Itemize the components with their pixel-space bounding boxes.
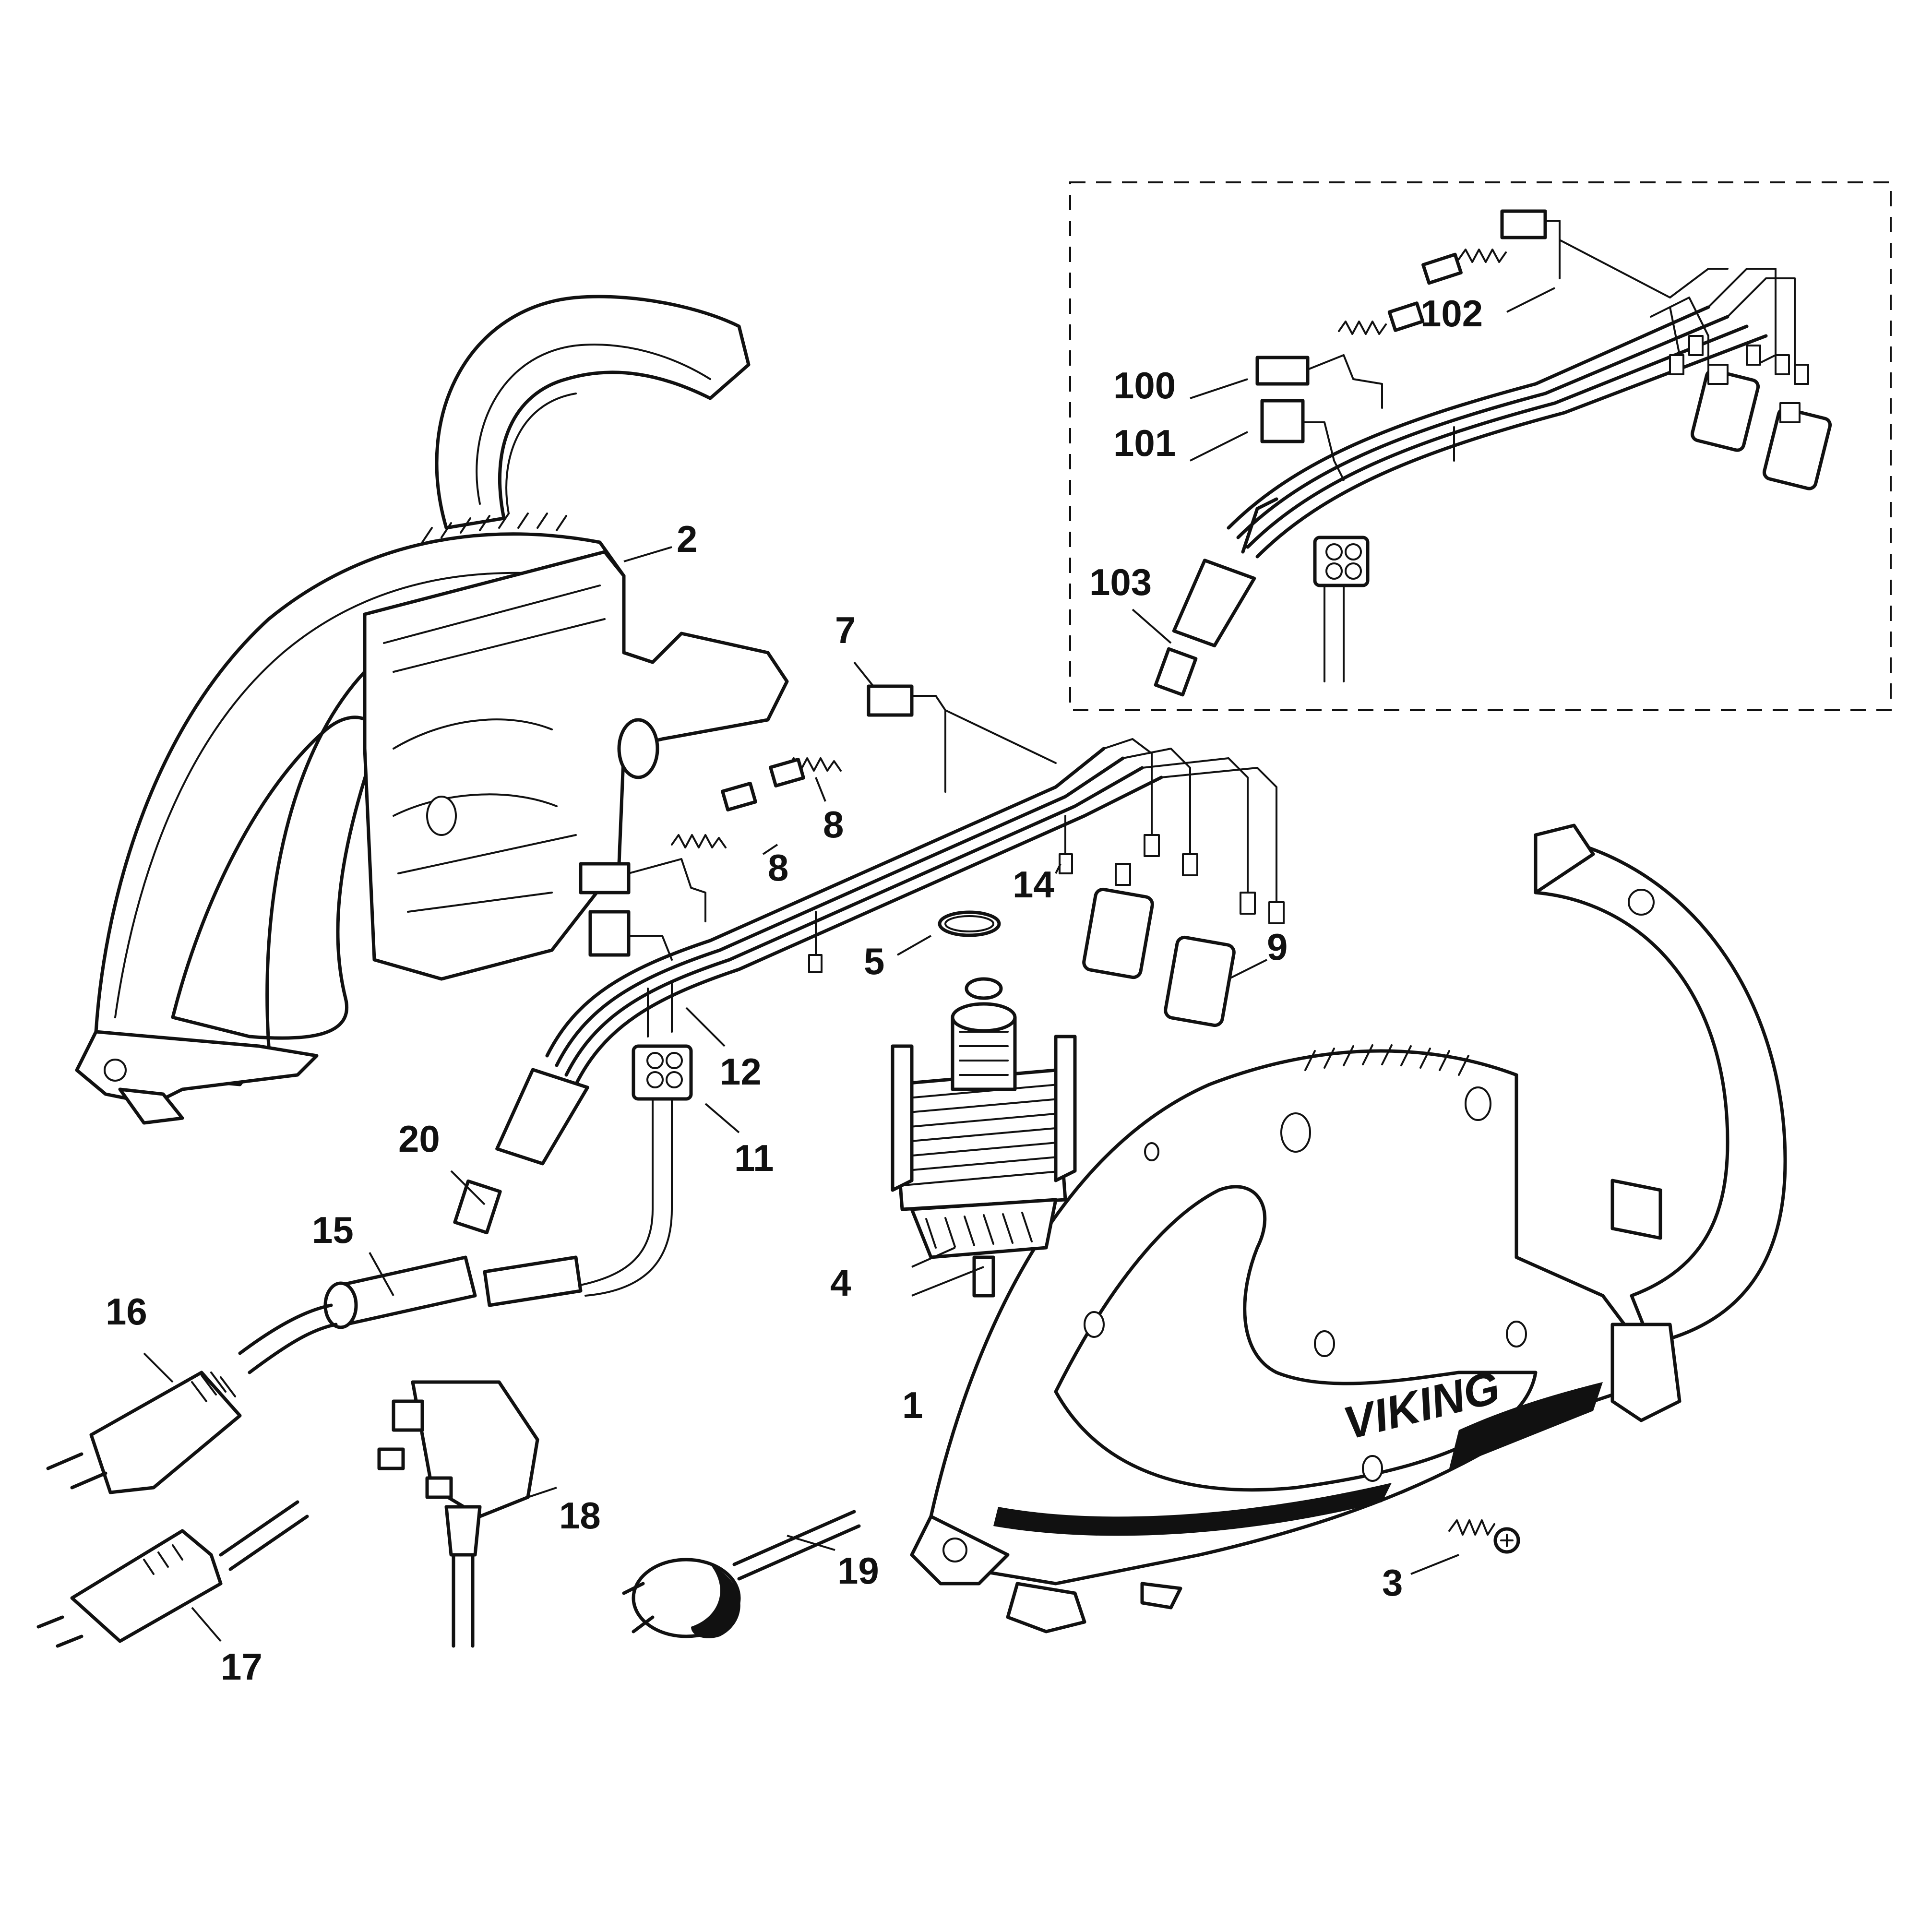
housing-shell-right: VIKING xyxy=(910,823,1787,1634)
cable-sleeve xyxy=(238,1255,583,1374)
callout-1: 1 xyxy=(902,1384,923,1426)
callout-5: 5 xyxy=(864,940,884,982)
callout-19: 19 xyxy=(837,1550,879,1592)
screw xyxy=(1448,1519,1520,1554)
plug-eu-flat xyxy=(36,1500,309,1648)
wiring-harness xyxy=(453,684,1285,1297)
callout-8a: 8 xyxy=(823,803,844,846)
callout-100: 100 xyxy=(1113,364,1176,406)
callout-20: 20 xyxy=(398,1118,440,1160)
callout-4: 4 xyxy=(830,1262,851,1304)
leader-lines xyxy=(143,287,1555,1642)
callout-3: 3 xyxy=(1382,1562,1403,1604)
callout-14: 14 xyxy=(1013,863,1054,906)
housing-shell-left xyxy=(75,295,789,1125)
callout-103: 103 xyxy=(1089,561,1152,603)
plug-uk xyxy=(377,1380,539,1648)
callout-16: 16 xyxy=(106,1290,147,1333)
callout-7: 7 xyxy=(835,609,856,651)
callout-8b: 8 xyxy=(768,847,788,889)
plug-eu xyxy=(46,1371,242,1494)
callout-labels: 1 2 3 4 5 7 8 8 9 11 12 14 15 16 17 18 1… xyxy=(106,292,1483,1688)
callout-15: 15 xyxy=(312,1209,354,1251)
callout-12: 12 xyxy=(720,1050,762,1093)
plug-au xyxy=(622,1510,861,1638)
callout-101: 101 xyxy=(1113,422,1176,464)
callout-11: 11 xyxy=(734,1137,774,1179)
inset-wiring-harness xyxy=(1154,209,1832,697)
o-ring xyxy=(938,910,1001,937)
motor-armature xyxy=(891,977,1077,1298)
callout-9: 9 xyxy=(1267,926,1288,968)
callout-17: 17 xyxy=(221,1646,262,1688)
callout-18: 18 xyxy=(559,1494,601,1537)
callout-2: 2 xyxy=(677,518,697,560)
callout-102: 102 xyxy=(1420,292,1483,334)
